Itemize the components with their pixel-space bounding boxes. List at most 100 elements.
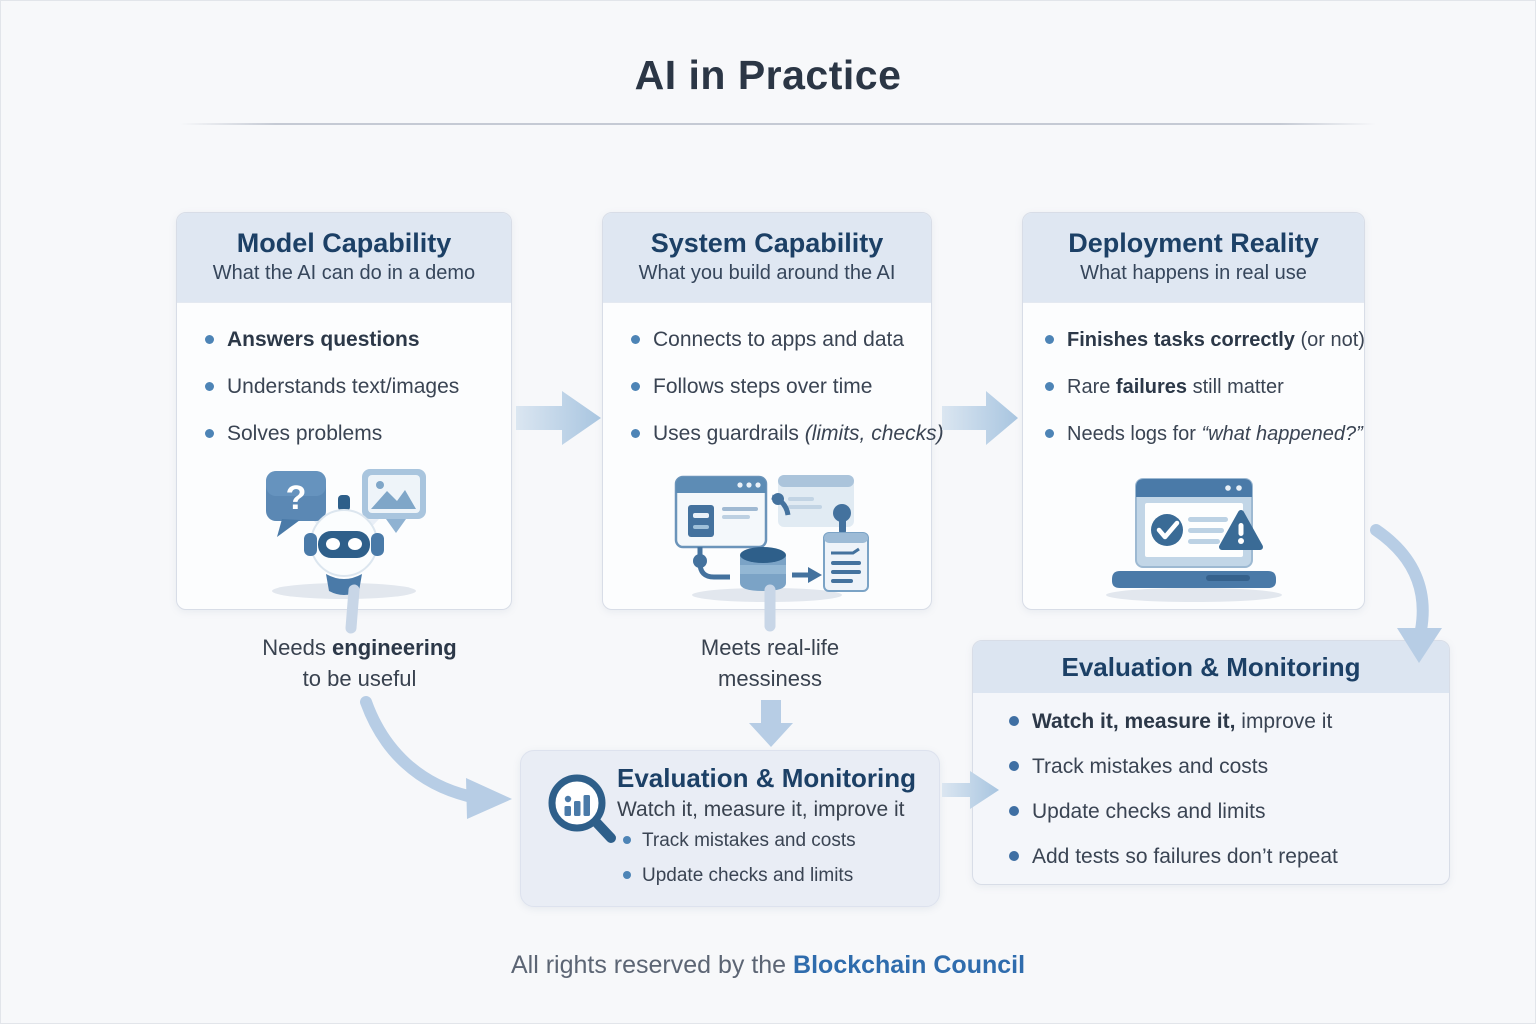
footer-brand: Blockchain Council bbox=[793, 951, 1026, 979]
card-model-header: Model Capability What the AI can do in a… bbox=[177, 213, 511, 303]
bullet-item: Track mistakes and costs bbox=[1009, 754, 1443, 780]
bullet-dot bbox=[1045, 335, 1054, 344]
bullet-item: Track mistakes and costs bbox=[623, 828, 931, 854]
svg-text:?: ? bbox=[286, 479, 307, 517]
eval-center-title: Evaluation & Monitoring bbox=[617, 763, 916, 793]
bullet-text: Update checks and limits bbox=[1032, 800, 1266, 823]
bullet-item: Connects to apps and data bbox=[631, 327, 925, 353]
robot-chat-icon: ? bbox=[177, 461, 511, 603]
bullet-text: Finishes tasks correctly (or not) bbox=[1067, 329, 1365, 351]
bullet-text: Connects to apps and data bbox=[653, 328, 905, 351]
bullet-text: Understands text/images bbox=[227, 375, 460, 398]
card-system-capability: System Capability What you build around … bbox=[602, 212, 944, 610]
document-icon bbox=[823, 532, 869, 592]
card-evaluation-monitoring-right: Evaluation & Monitoring Watch it, measur… bbox=[972, 640, 1450, 885]
warning-icon bbox=[1218, 510, 1263, 550]
eval-center-bullets: Track mistakes and costs Update checks a… bbox=[617, 828, 931, 889]
bullet-item: Update checks and limits bbox=[623, 863, 931, 889]
bullet-text: Answers questions bbox=[227, 328, 420, 351]
bullet-text: Solves problems bbox=[227, 422, 383, 445]
bullet-dot bbox=[1009, 761, 1019, 771]
bullet-item: Follows steps over time bbox=[631, 374, 925, 400]
bullet-item: Understands text/images bbox=[205, 374, 505, 400]
note-line: Meets real-life bbox=[700, 635, 840, 660]
robot-icon bbox=[304, 495, 384, 595]
card-deployment-subtitle: What happens in real use bbox=[1080, 262, 1307, 284]
bullet-item: Solves problems bbox=[205, 421, 505, 447]
bullet-dot bbox=[1045, 382, 1054, 391]
bullet-item: Uses guardrails (limits, checks) bbox=[631, 421, 944, 447]
bullet-dot bbox=[1009, 851, 1019, 861]
bullet-item: Watch it, measure it, improve it bbox=[1009, 709, 1443, 735]
bullet-item: Rare failures still matter bbox=[1045, 374, 1358, 400]
card-system-header: System Capability What you build around … bbox=[603, 213, 931, 303]
arrow-system-to-deployment-icon bbox=[942, 391, 1018, 445]
check-icon bbox=[1150, 514, 1183, 546]
bullet-dot bbox=[205, 335, 214, 344]
bullet-dot bbox=[205, 429, 214, 438]
image-bubble-icon bbox=[362, 469, 426, 533]
footer: All rights reserved by the Blockchain Co… bbox=[0, 951, 1536, 980]
eval-center-text: Evaluation & Monitoring Watch it, measur… bbox=[617, 763, 931, 898]
eval-right-title: Evaluation & Monitoring bbox=[1061, 652, 1361, 682]
apps-data-flow-icon bbox=[603, 463, 931, 603]
bullet-item: Update checks and limits bbox=[1009, 799, 1443, 825]
card-evaluation-monitoring-center: Evaluation & Monitoring Watch it, measur… bbox=[520, 750, 940, 907]
bullet-dot bbox=[1045, 429, 1054, 438]
footer-text: All rights reserved by the bbox=[510, 951, 794, 979]
bullet-text: Needs logs for “what happened?” bbox=[1067, 423, 1363, 445]
card-deployment-header: Deployment Reality What happens in real … bbox=[1023, 213, 1364, 303]
bullet-item: Add tests so failures don’t repeat bbox=[1009, 844, 1443, 870]
card-deployment-bullets: Finishes tasks correctly (or not) Rare f… bbox=[1023, 303, 1365, 447]
bullet-dot bbox=[631, 429, 640, 438]
card-deployment-title: Deployment Reality bbox=[1068, 228, 1319, 258]
bullet-dot bbox=[623, 871, 631, 879]
bullet-item: Answers questions bbox=[205, 327, 505, 353]
arrow-note-to-eval-center-icon bbox=[360, 696, 512, 819]
question-bubble-icon: ? bbox=[266, 471, 326, 537]
bullet-text: Follows steps over time bbox=[653, 375, 873, 398]
eval-center-subtitle: Watch it, measure it, improve it bbox=[617, 798, 905, 821]
bullet-text: Watch it, measure it, improve it bbox=[1032, 710, 1333, 733]
bullet-item: Needs logs for “what happened?” bbox=[1045, 421, 1363, 447]
arrow-messiness-down-icon bbox=[749, 700, 793, 747]
bullet-dot bbox=[623, 836, 631, 844]
note-meets-messiness: Meets real-life messiness bbox=[655, 632, 885, 694]
browser-window-icon bbox=[674, 475, 768, 549]
bullet-dot bbox=[631, 335, 640, 344]
page-title: AI in Practice bbox=[634, 52, 902, 98]
bullet-dot bbox=[205, 382, 214, 391]
bullet-text: Track mistakes and costs bbox=[1032, 755, 1269, 778]
note-line: messiness bbox=[718, 666, 822, 691]
note-line: Needs engineering bbox=[262, 635, 457, 660]
card-model-capability: Model Capability What the AI can do in a… bbox=[176, 212, 512, 610]
arrow-model-to-system-icon bbox=[516, 391, 601, 445]
flow-arrow-icon bbox=[792, 567, 822, 583]
bullet-text: Add tests so failures don’t repeat bbox=[1032, 845, 1338, 868]
card-deployment-reality: Deployment Reality What happens in real … bbox=[1022, 212, 1365, 610]
eval-right-header: Evaluation & Monitoring bbox=[973, 641, 1449, 693]
card-system-bullets: Connects to apps and data Follows steps … bbox=[603, 303, 944, 447]
card-system-subtitle: What you build around the AI bbox=[638, 262, 896, 284]
card-system-title: System Capability bbox=[650, 228, 884, 258]
laptop-status-icon bbox=[1023, 475, 1364, 603]
note-needs-engineering: Needs engineering to be useful bbox=[227, 632, 492, 694]
connector-lines-icon bbox=[693, 493, 851, 580]
eval-right-bullets: Watch it, measure it, improve it Track m… bbox=[973, 693, 1449, 870]
bullet-text: Rare failures still matter bbox=[1067, 376, 1284, 398]
bullet-item: Finishes tasks correctly (or not) bbox=[1045, 327, 1365, 353]
bullet-dot bbox=[1009, 716, 1019, 726]
bullet-text: Track mistakes and costs bbox=[642, 830, 856, 851]
bullet-dot bbox=[1009, 806, 1019, 816]
database-icon bbox=[740, 547, 786, 591]
bullet-dot bbox=[631, 382, 640, 391]
card-model-subtitle: What the AI can do in a demo bbox=[212, 262, 476, 284]
bullet-text: Update checks and limits bbox=[642, 865, 854, 886]
laptop-base-icon bbox=[1111, 571, 1276, 588]
laptop-screen-icon bbox=[1134, 478, 1263, 568]
title-divider bbox=[180, 123, 1376, 125]
card-model-bullets: Answers questions Understands text/image… bbox=[177, 303, 511, 447]
card-model-title: Model Capability bbox=[236, 228, 452, 258]
bullet-text: Uses guardrails (limits, checks) bbox=[653, 422, 944, 445]
